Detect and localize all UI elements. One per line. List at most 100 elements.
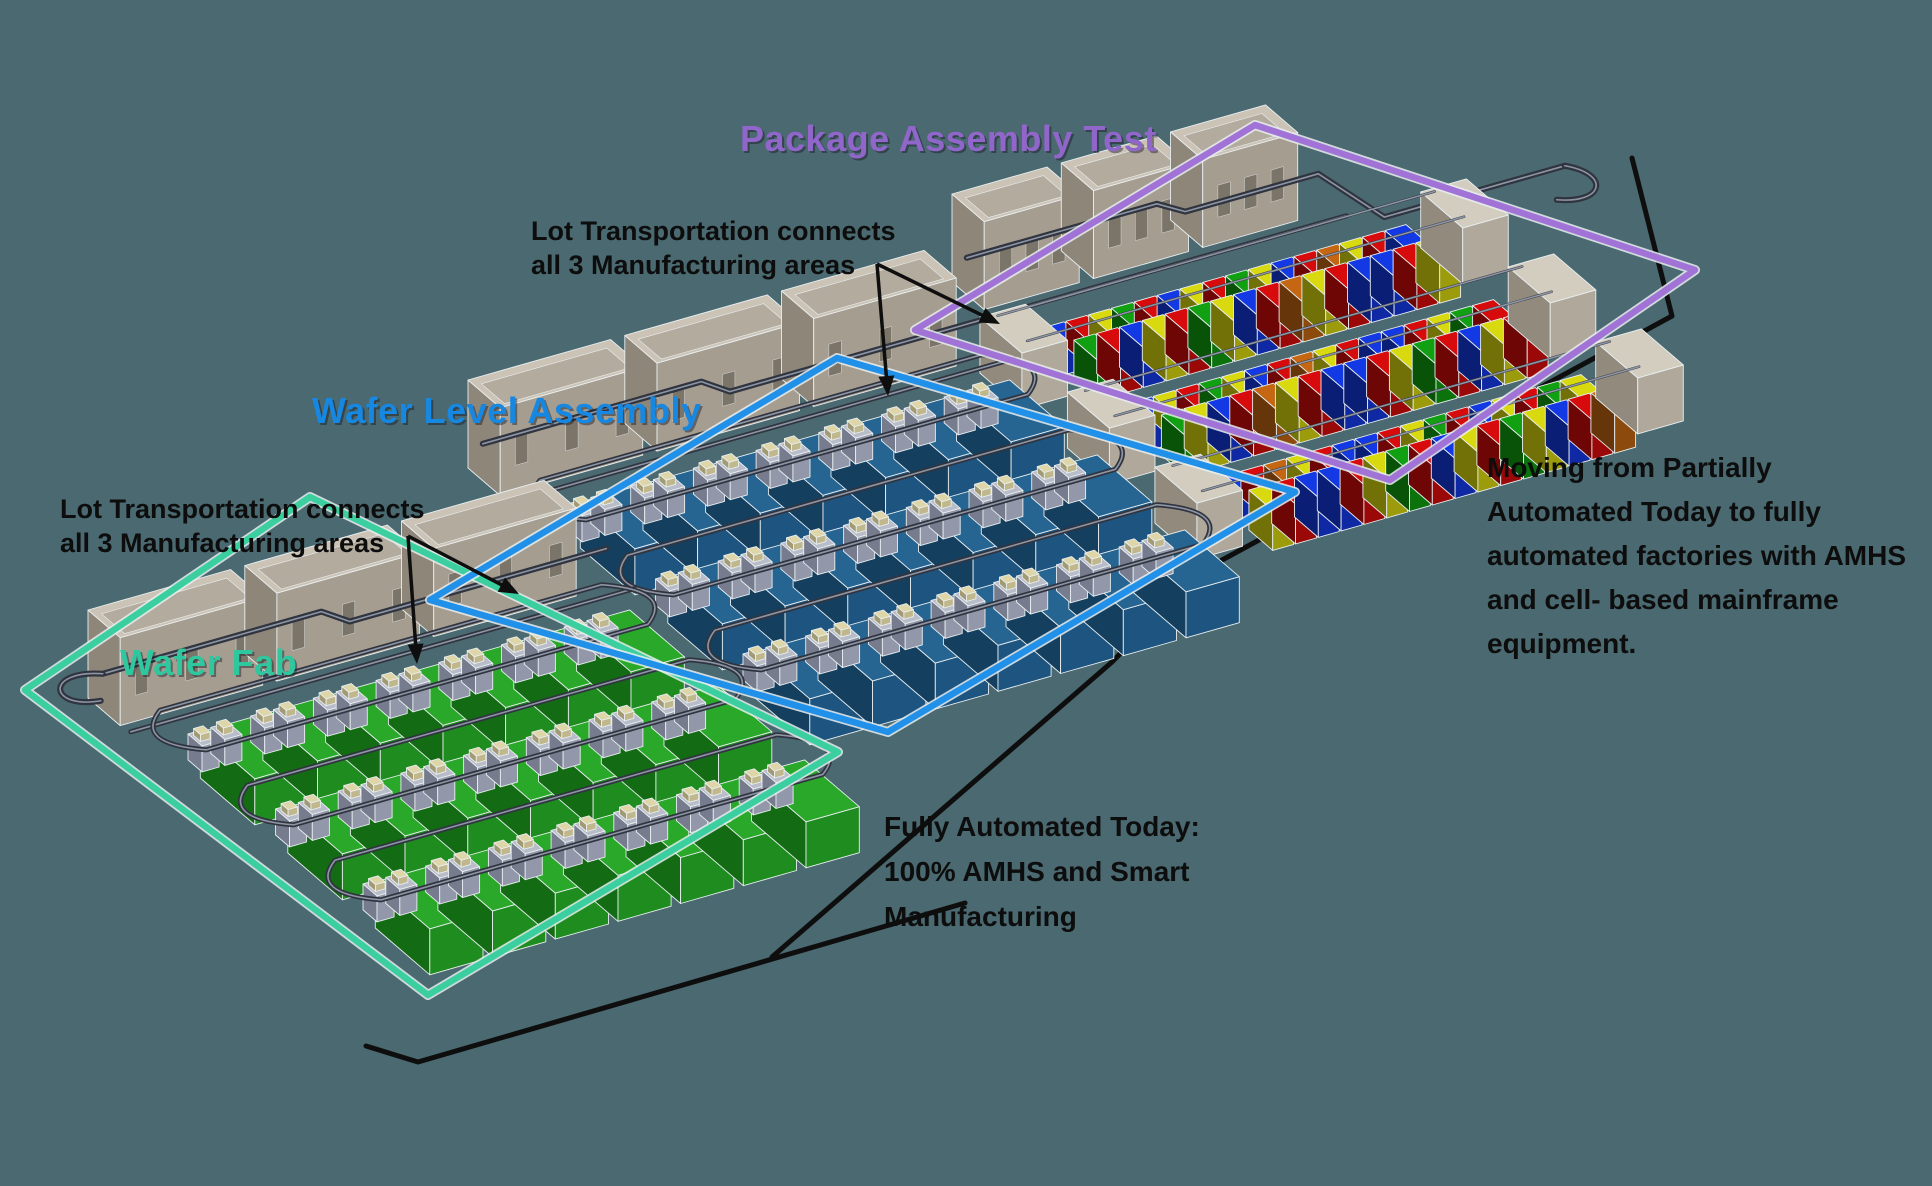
load-port-carrier-top-face <box>1124 538 1142 548</box>
load-port-carrier-top-face <box>453 851 472 861</box>
load-port-carrier-top-face <box>381 671 399 682</box>
arrow-head <box>407 643 424 664</box>
load-port-carrier-top-face <box>428 758 447 768</box>
amhs-rail-highlight <box>482 317 988 445</box>
load-port-carrier-top-face <box>556 821 574 832</box>
load-port-carrier-top-face <box>443 654 462 664</box>
load-port-carrier-top-face <box>255 707 274 718</box>
load-port-carrier-top-face <box>193 725 211 735</box>
load-port-carrier-top-face <box>998 574 1017 584</box>
load-port-carrier-top-face <box>493 839 511 850</box>
load-port-carrier-top-face <box>303 793 321 804</box>
load-port-carrier-top-face <box>656 693 675 703</box>
load-port-carrier-top-face <box>280 800 299 810</box>
amhs-rail-highlight <box>1026 215 1465 342</box>
load-port-carrier-top-face <box>278 701 297 711</box>
amhs-rail-highlight <box>707 503 1211 671</box>
amhs-rail-highlight <box>1113 290 1553 417</box>
load-port-carrier-top-face <box>594 711 612 721</box>
load-port-carrier-top-face <box>808 528 827 538</box>
load-port-carrier-top-face <box>767 761 785 772</box>
load-port-carrier-top-face <box>698 459 716 470</box>
load-port-carrier-top-face <box>761 441 779 452</box>
zone-outline-wafer-level-assembly <box>426 354 1299 736</box>
load-port-carrier-top-face <box>679 686 698 697</box>
load-port-carrier-top-face <box>406 764 424 775</box>
load-port-carrier-top-face <box>368 875 386 885</box>
load-port-carrier-top-face <box>748 645 766 655</box>
load-port-carrier-top-face <box>911 499 929 509</box>
load-port-carrier-top-face <box>516 833 534 843</box>
load-port-carrier-top-face <box>723 552 741 563</box>
load-port-carrier-top-face <box>886 406 905 416</box>
stocker-building <box>1170 104 1299 248</box>
arrow-line <box>875 263 889 381</box>
load-port-carrier-top-face <box>468 746 487 757</box>
load-port-carrier-top-face <box>744 768 762 778</box>
endcap-machine-top-face <box>979 303 1068 354</box>
load-port-carrier-top-face <box>746 546 764 556</box>
load-port-carrier-top-face <box>318 689 337 700</box>
load-port-carrier-top-face <box>343 782 361 793</box>
stocker-top-inset <box>414 488 564 545</box>
load-port-carrier-top-face <box>466 647 485 658</box>
load-port-carrier-top-face <box>1147 531 1165 542</box>
arrow-head <box>978 308 1000 324</box>
amhs-rail-highlight <box>59 672 104 703</box>
load-port-carrier-top-face <box>554 722 572 733</box>
load-port-carrier-top-face <box>658 470 677 481</box>
load-port-carrier-top-face <box>936 591 954 602</box>
tool-row <box>655 454 1153 671</box>
load-port-carrier-top-face <box>848 516 867 527</box>
amhs-rail-highlight <box>1171 340 1611 467</box>
load-port-carrier-top-face <box>1061 556 1080 566</box>
amhs-rail-highlight <box>996 190 1436 317</box>
load-port-carrier-top-face <box>619 804 637 814</box>
endcap-machine-top-face <box>1595 328 1684 379</box>
load-port-carrier-top-face <box>1036 463 1055 473</box>
load-port-carrier-top-face <box>896 603 914 613</box>
load-port-carrier-top-face <box>430 857 449 868</box>
load-port-carrier-top-face <box>681 786 700 796</box>
amhs-rail-highlight <box>1084 265 1523 392</box>
arrow-head <box>497 577 519 594</box>
load-port-carrier-top-face <box>704 779 722 790</box>
load-port-carrier-top-face <box>974 481 992 491</box>
load-port-carrier-top-face <box>1084 549 1102 560</box>
arrow-line <box>407 534 506 589</box>
load-port-carrier-top-face <box>810 627 829 638</box>
amhs-rail-highlight <box>152 583 656 751</box>
zone-package-assembly-test-3d <box>951 104 1684 560</box>
load-port-carrier-top-face <box>641 797 660 808</box>
arrow-line <box>406 535 418 649</box>
load-port-carrier-top-face <box>996 474 1015 485</box>
load-port-carrier-top-face <box>846 417 865 428</box>
load-port-carrier-top-face <box>660 570 679 580</box>
stocker-building <box>1060 135 1189 280</box>
load-port-carrier-top-face <box>823 424 842 434</box>
load-port-carrier-top-face <box>959 585 977 595</box>
load-port-carrier-top-face <box>721 453 739 463</box>
load-port-carrier-top-face <box>833 621 852 631</box>
cell-row-band <box>1066 253 1597 485</box>
load-port-carrier-top-face <box>531 729 549 739</box>
load-port-carrier-top-face <box>683 563 701 574</box>
load-port-carrier-top-face <box>909 399 927 410</box>
load-port-carrier-top-face <box>770 638 789 649</box>
load-port-carrier-top-face <box>784 435 802 445</box>
load-port-carrier-top-face <box>1021 567 1040 578</box>
load-port-carrier-top-face <box>341 683 359 693</box>
load-port-carrier-top-face <box>871 510 889 520</box>
load-port-carrier-top-face <box>617 704 635 715</box>
annotation-arrows <box>406 262 1000 664</box>
load-port-carrier-top-face <box>579 815 597 825</box>
arrow-head <box>878 375 895 396</box>
amhs-rail-highlight <box>1201 365 1640 492</box>
endcap-machine-top-face <box>1507 253 1597 304</box>
load-port-carrier-top-face <box>873 609 891 620</box>
zone-outlines <box>20 120 1700 1000</box>
load-port-carrier-top-face <box>366 776 384 786</box>
zone-outline-package-assembly-test <box>911 121 1699 484</box>
